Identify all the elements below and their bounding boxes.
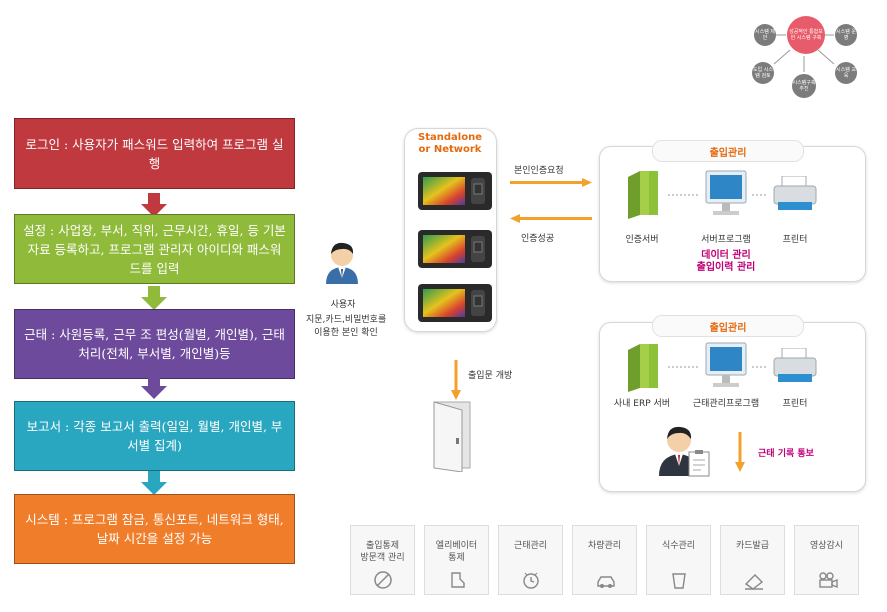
user-icon: [326, 242, 358, 284]
flow-step-text: 보고서 : 각종 보고서 출력(일일, 월별, 개인별, 부서별 집계): [26, 419, 283, 453]
dotted-connector: [668, 194, 698, 196]
panel2-item-label: 사내 ERP 서버: [613, 399, 671, 409]
panel-title-pill: 출입관리: [652, 315, 804, 337]
panel2-note: 근태 기록 통보: [758, 449, 814, 459]
prohibit-icon: [374, 571, 392, 589]
terminal-device: [418, 172, 492, 210]
panel1-item-label: 서버프로그램: [701, 235, 751, 245]
arrow-left: [510, 214, 592, 223]
flow-arrow-down: [141, 193, 167, 217]
panel-title-pill: 출입관리: [652, 140, 804, 162]
tile-label: 차량관리: [587, 541, 622, 551]
flow-arrow-down: [141, 375, 167, 399]
tile-label: 영상감시: [809, 541, 844, 551]
auth-request-label: 본인인증요청: [514, 166, 564, 176]
cycle-node: 시스템 제안: [754, 24, 776, 46]
dotted-connector: [752, 366, 768, 368]
panel2-item-label: 프린터: [782, 399, 808, 409]
panel2-item-label: 근태관리프로그램: [692, 399, 760, 409]
tile-label: 카드발급: [735, 541, 770, 551]
cycle-node: 시스템 교육: [835, 62, 857, 84]
clock-icon: [523, 572, 539, 589]
user-desc-line: 지문,카드,비밀번호를: [306, 315, 387, 325]
tile-card-issue[interactable]: 카드발급: [720, 525, 785, 595]
device-terminals: [418, 172, 492, 322]
manager-icon: [659, 426, 710, 477]
tile-attendance[interactable]: 근태관리: [498, 525, 563, 595]
panel1-note-line: 데이터 관리: [701, 250, 751, 261]
flow-step-settings: 설정 : 사업장, 부서, 직위, 근무시간, 휴일, 등 기본자료 등록하고,…: [14, 214, 295, 284]
arrow-shape: [141, 471, 167, 495]
server-icon: [628, 171, 658, 219]
arrow-shape: [141, 193, 167, 217]
auth-success-label: 인증성공: [521, 234, 555, 244]
panel1-item-label: 인증서버: [625, 235, 659, 245]
arrow-down-report: [735, 432, 745, 472]
terminal-device: [418, 284, 492, 322]
door-icon: [433, 401, 471, 472]
arrow-down-door: [451, 360, 461, 400]
user-description: 지문,카드,비밀번호를 이용한 본인 확인: [306, 314, 386, 340]
card-icon: [744, 574, 764, 590]
flow-step-report: 보고서 : 각종 보고서 출력(일일, 월별, 개인별, 부서별 집계): [14, 401, 295, 471]
flow-step-attendance: 근태 : 사원등록, 근무 조 편성(월별, 개인별), 근태처리(전체, 부서…: [14, 309, 295, 379]
tile-vehicle[interactable]: 차량관리: [572, 525, 637, 595]
device-header: Standalone or Network: [418, 132, 482, 155]
cup-icon: [672, 573, 686, 589]
server-icon: [628, 344, 658, 392]
monitor-icon: [705, 342, 747, 387]
flow-arrow-down: [141, 471, 167, 495]
tile-access-control[interactable]: 출입통제 방문객 관리: [350, 525, 415, 595]
flow-step-text: 시스템 : 프로그램 잠금, 통신포트, 네트워크 형태, 날짜 시간을 설정 …: [25, 512, 284, 546]
monitor-icon: [705, 170, 747, 215]
elevator-icon: [451, 572, 465, 588]
flow-step-text: 설정 : 사업장, 부서, 직위, 근무시간, 휴일, 등 기본자료 등록하고,…: [23, 222, 286, 276]
panel1-item-label: 프린터: [782, 235, 808, 245]
flow-step-text: 근태 : 사원등록, 근무 조 편성(월별, 개인별), 근태처리(전체, 부서…: [24, 327, 285, 361]
car-icon: [597, 576, 615, 588]
door-open-label: 출입문 개방: [468, 371, 513, 381]
tile-meals[interactable]: 식수관리: [646, 525, 711, 595]
cycle-center: 성공적인 통합보안 시스템 구축: [787, 16, 825, 54]
panel1-note-line: 출입이력 관리: [696, 262, 756, 273]
cycle-node: 시스템 운영: [835, 24, 857, 46]
tile-label: 출입통제 방문객 관리: [360, 541, 405, 563]
cycle-node: 시스템구축 추진: [792, 74, 816, 98]
terminal-device: [418, 230, 492, 268]
arrow-right: [510, 178, 592, 187]
flow-step-login: 로그인 : 사용자가 패스워드 입력하여 프로그램 실행: [14, 118, 295, 189]
tile-label: 식수관리: [661, 541, 696, 551]
flow-step-system: 시스템 : 프로그램 잠금, 통신포트, 네트워크 형태, 날짜 시간을 설정 …: [14, 494, 295, 564]
cycle-node: 도입 시스템 검토: [752, 62, 774, 84]
cycle-connectors: [773, 34, 835, 72]
printer-icon: [773, 176, 817, 210]
printer-icon: [773, 348, 817, 382]
tile-label: 근태관리: [513, 541, 548, 551]
flow-arrow-down: [141, 286, 167, 310]
arrow-shape: [141, 286, 167, 310]
tile-label: 엘리베이터 통제: [435, 541, 478, 563]
flow-step-text: 로그인 : 사용자가 패스워드 입력하여 프로그램 실행: [25, 136, 284, 171]
dotted-connector: [752, 194, 768, 196]
panel1-note: 데이터 관리 출입이력 관리: [686, 250, 766, 274]
tile-cctv[interactable]: 영상감시: [794, 525, 859, 595]
user-label: 사용자: [330, 300, 356, 310]
dotted-connector: [668, 366, 698, 368]
arrow-shape: [141, 375, 167, 399]
user-desc-line: 이용한 본인 확인: [314, 328, 378, 338]
camera-icon: [819, 572, 838, 589]
tile-elevator[interactable]: 엘리베이터 통제: [424, 525, 489, 595]
